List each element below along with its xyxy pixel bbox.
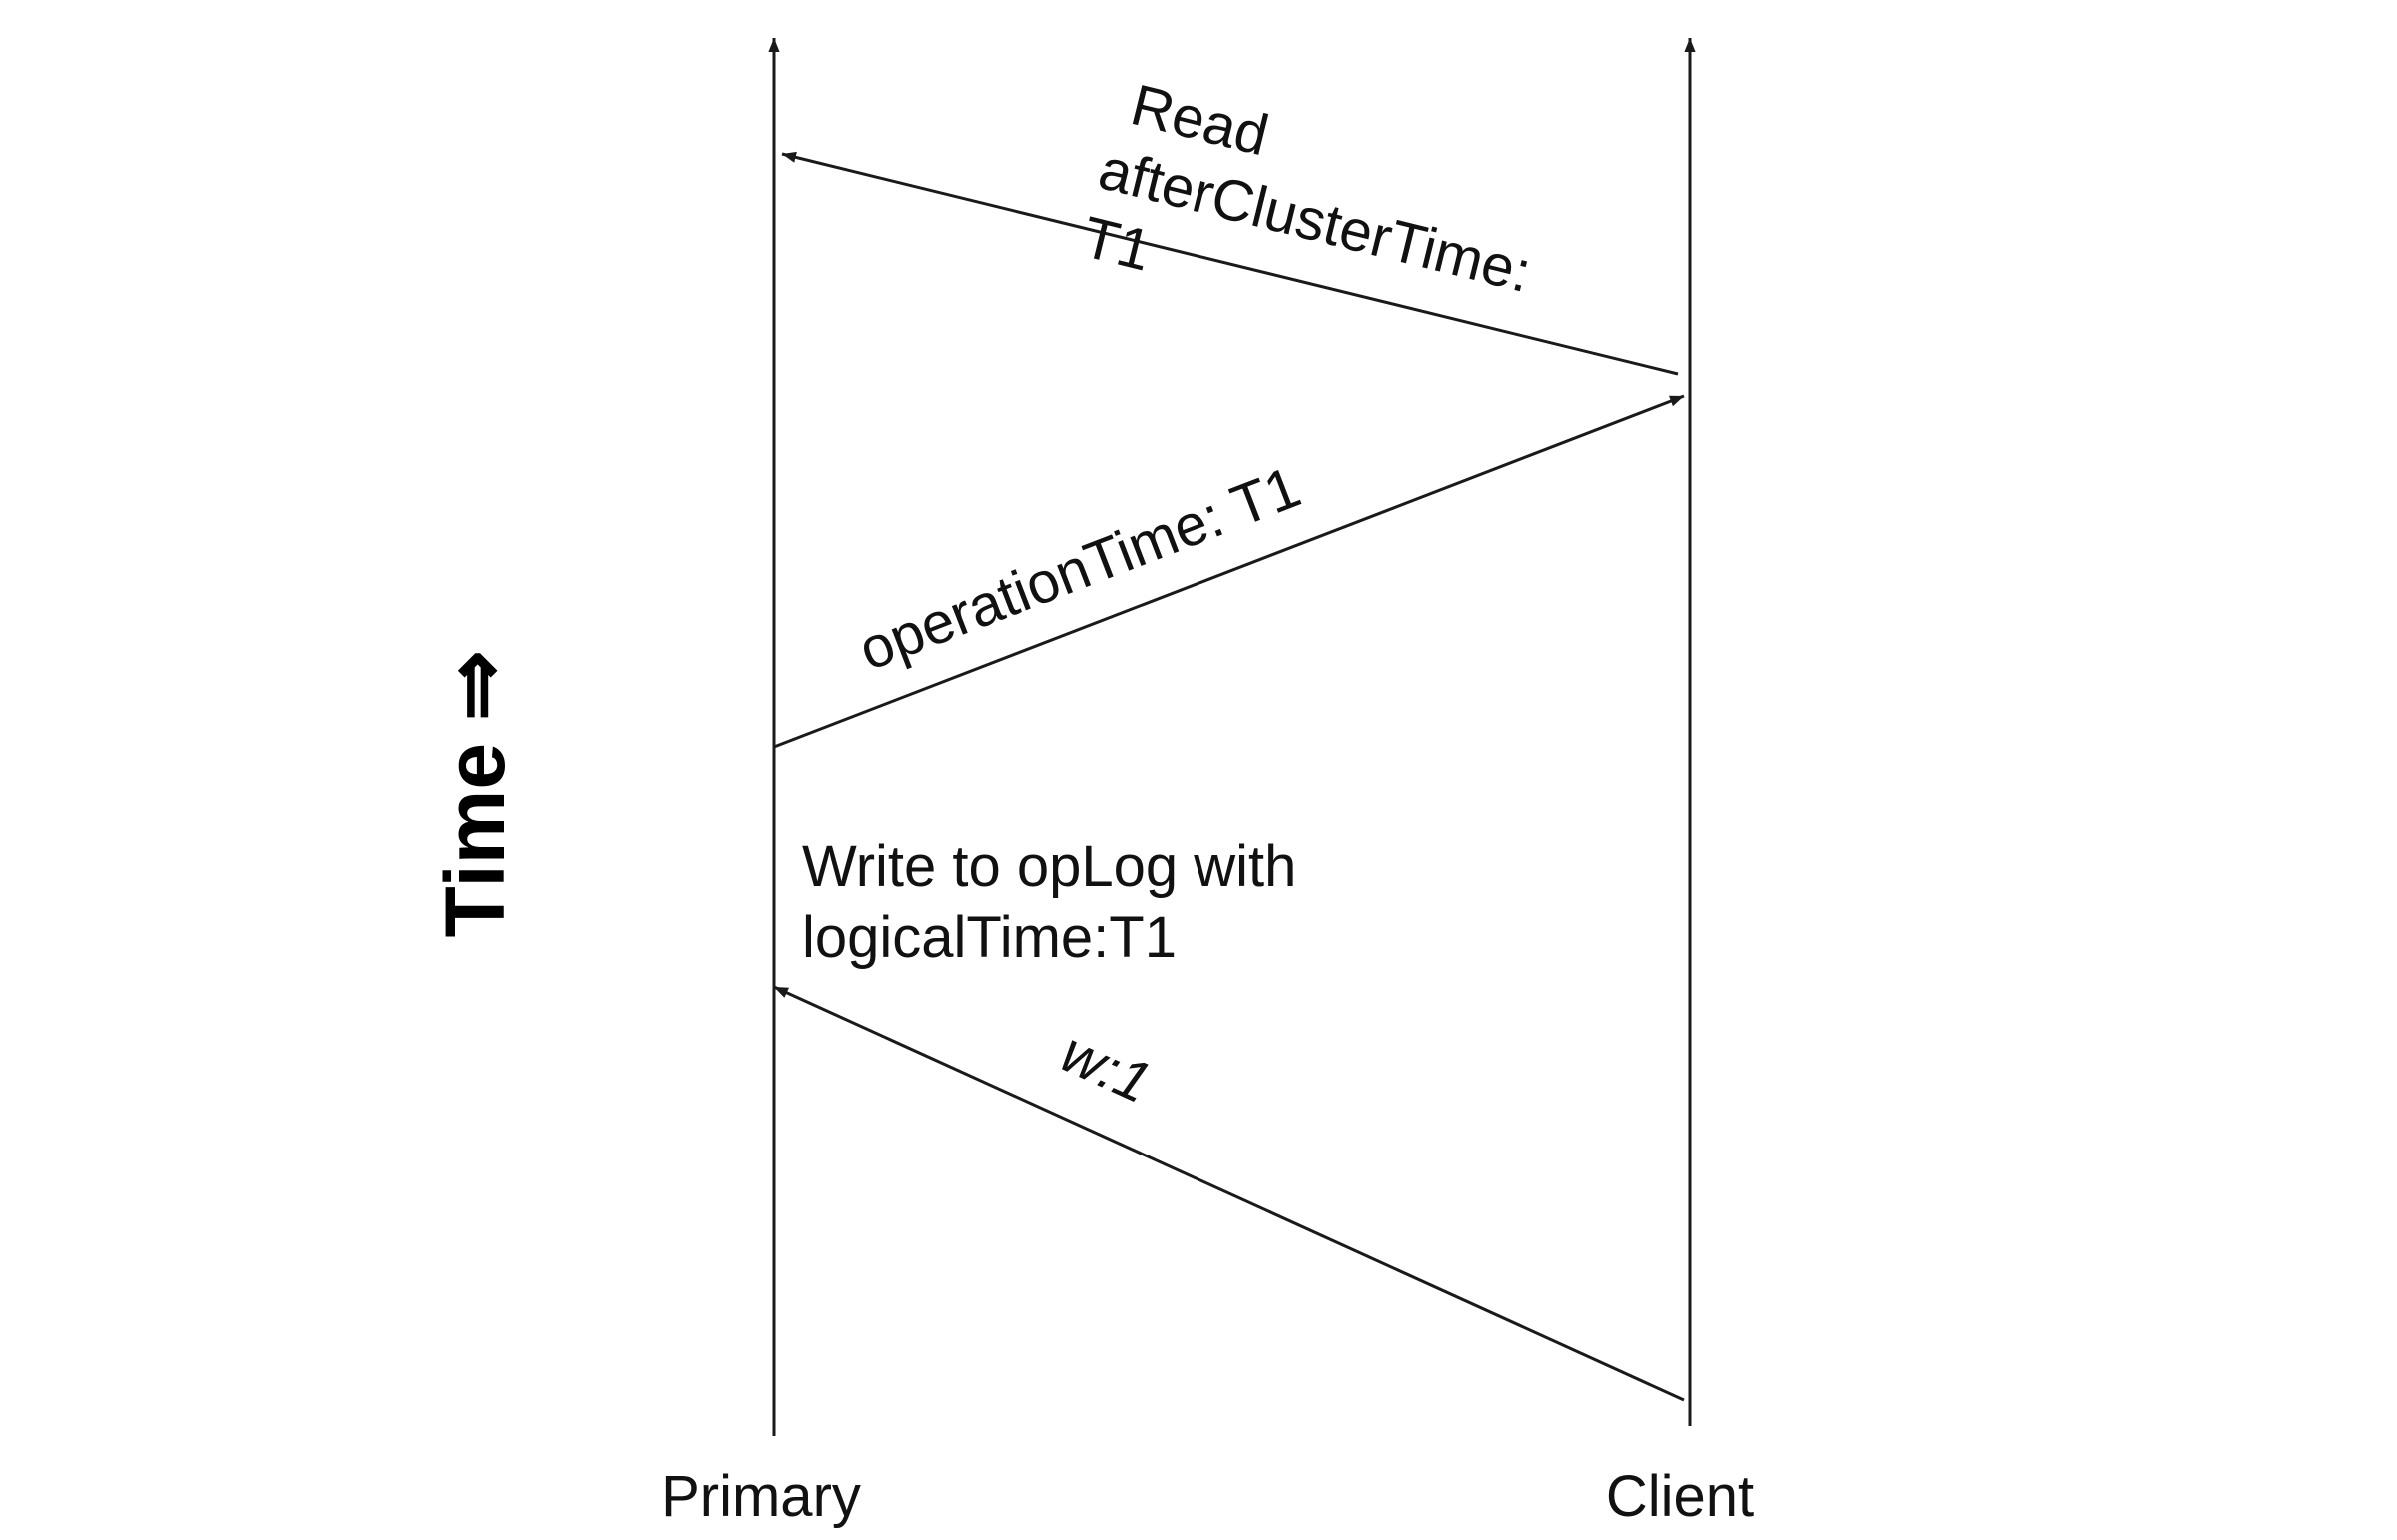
client-label: Client <box>1606 1464 1754 1529</box>
oplog-note-line-2: logicalTime:T1 <box>802 905 1177 970</box>
oplog-note-line-1: Write to opLog with <box>802 834 1296 899</box>
read-label-line-2: afterClusterTime: <box>1093 136 1537 305</box>
write-request-label: w:1 <box>1052 1020 1161 1116</box>
time-axis: Time⇒ <box>428 651 522 938</box>
read-label-line-3: T1 <box>1076 204 1157 283</box>
write-request-arrow <box>773 985 1685 1402</box>
read-request-arrow <box>781 151 1679 376</box>
time-axis-label: Time⇒ <box>428 651 522 938</box>
operation-time-arrow <box>773 394 1685 749</box>
primary-label: Primary <box>661 1464 861 1529</box>
oplog-note: Write to opLog with logicalTime:T1 <box>802 834 1313 970</box>
